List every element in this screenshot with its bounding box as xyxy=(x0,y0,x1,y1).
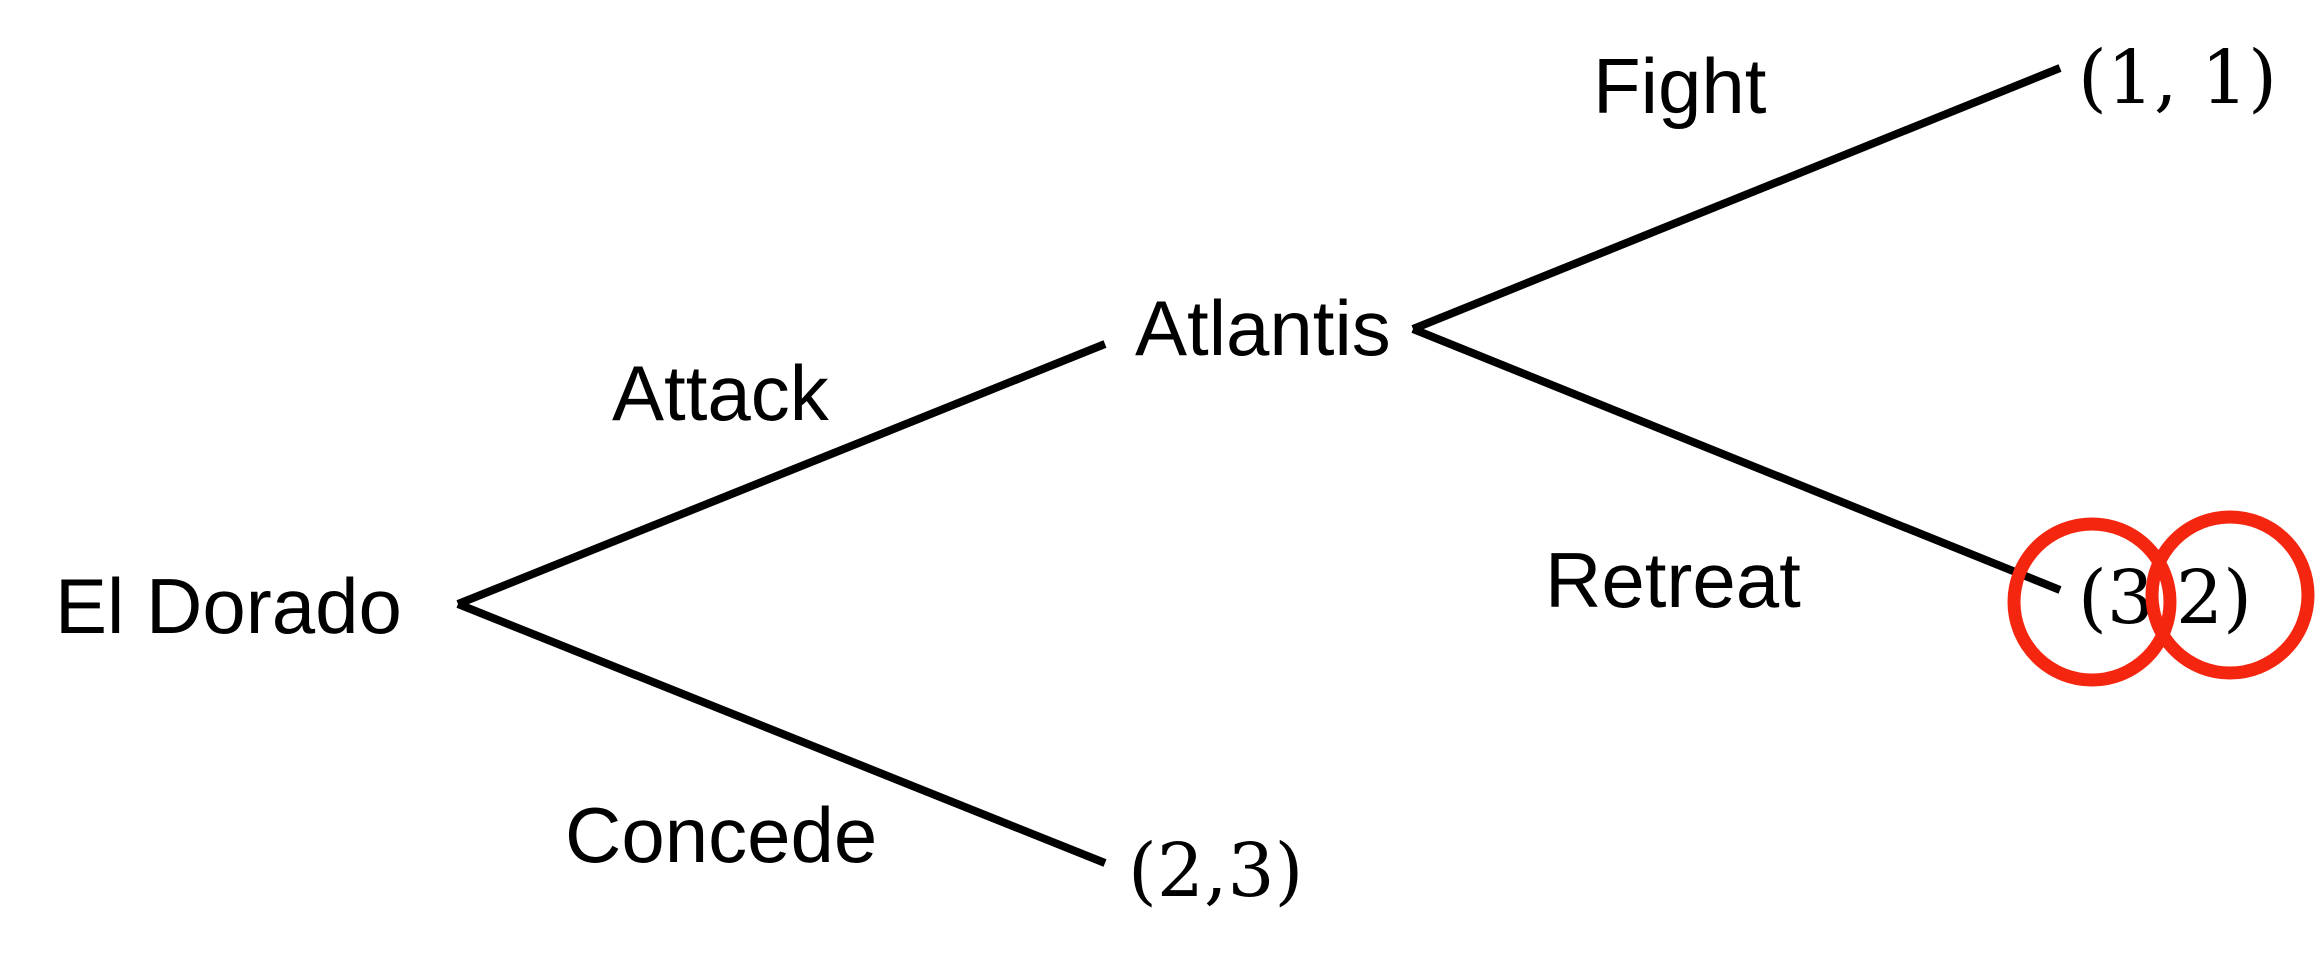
edge-concede xyxy=(456,600,1107,867)
edge-fight xyxy=(1411,64,2062,333)
highlight-circle-second xyxy=(2145,510,2315,680)
edge-attack xyxy=(456,340,1107,608)
payoff-concede: (2,3) xyxy=(1128,828,1303,914)
edge-label-retreat: Retreat xyxy=(1545,536,1801,624)
edge-retreat xyxy=(1411,325,2062,594)
payoff-fight: (1, 1) xyxy=(2078,35,2277,121)
highlight-circle-first xyxy=(2007,517,2177,687)
payoff-retreat-first: (3 xyxy=(2078,555,2154,641)
edge-label-attack: Attack xyxy=(612,349,830,437)
edge-label-fight: Fight xyxy=(1593,42,1767,130)
payoff-retreat-second: 2) xyxy=(2176,555,2252,641)
edge-label-concede: Concede xyxy=(565,791,877,879)
node-atlantis: Atlantis xyxy=(1135,284,1391,372)
node-el-dorado: El Dorado xyxy=(55,562,402,650)
